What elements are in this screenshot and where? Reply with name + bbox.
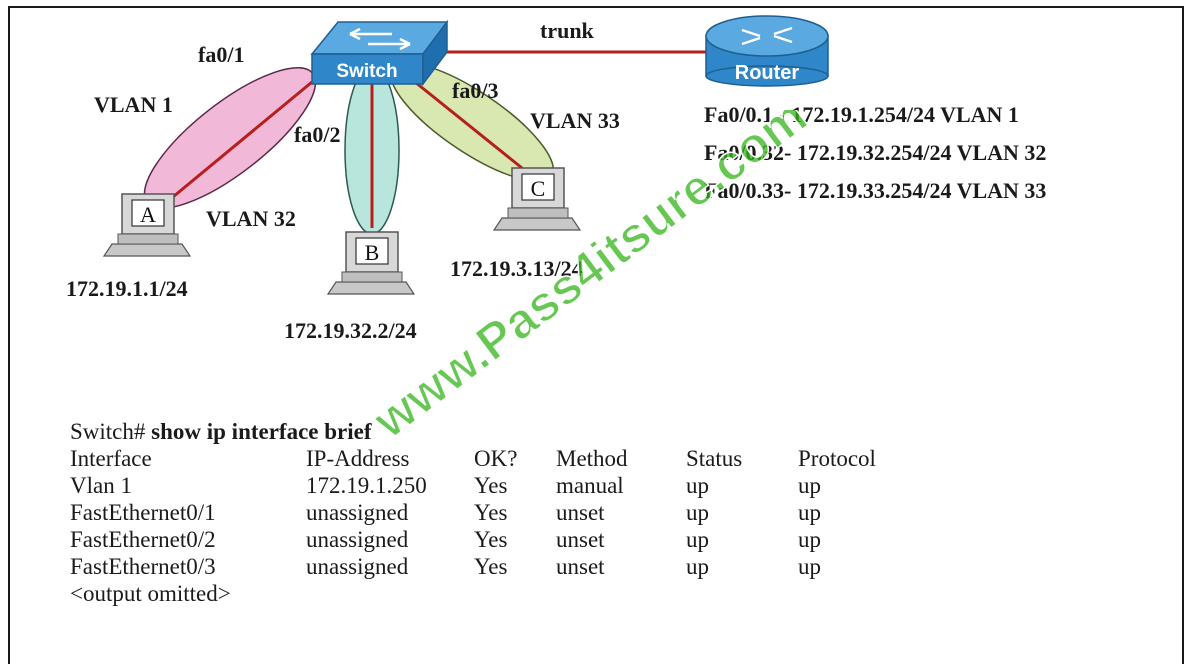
cell: up [686,473,709,498]
cell: unassigned [306,527,409,552]
host-c-letter: C [531,176,546,201]
subinterface-32: Fa0/0.32- 172.19.32.254/24 VLAN 32 [704,140,1046,165]
command-prompt: Switch# [70,419,146,444]
cell: up [686,500,709,525]
cell: Yes [474,554,508,579]
cell: FastEthernet0/3 [70,554,216,579]
cell: 172.19.1.250 [306,473,427,498]
cell: unassigned [306,500,409,525]
cell: unset [556,527,605,552]
switch-icon: Switch [310,19,449,87]
vlan33-label: VLAN 33 [530,108,620,133]
vlan32-label: VLAN 32 [206,206,296,231]
cell: Vlan 1 [70,473,132,498]
trunk-label: trunk [540,18,595,43]
command-output: Switch# show ip interface brief Interfac… [70,418,876,607]
header-ok: OK? [474,446,518,471]
cell: unset [556,554,605,579]
cell: up [798,500,821,525]
link-switch-c [414,80,523,170]
host-a-ip: 172.19.1.1/24 [66,276,188,301]
host-c-icon: C [492,167,582,231]
port-fa0-2-label: fa0/2 [294,122,340,147]
header-protocol: Protocol [798,446,876,471]
subinterface-33: Fa0/0.33- 172.19.33.254/24 VLAN 33 [704,178,1046,203]
host-b-icon: B [326,231,416,295]
header-status: Status [686,446,743,471]
header-ip-address: IP-Address [306,446,410,471]
table-row: FastEthernet0/1 unassigned Yes unset up … [70,499,821,526]
output-omitted: <output omitted> [70,581,231,606]
cell: unassigned [306,554,409,579]
host-a-icon: A [102,193,192,257]
cell: up [798,527,821,552]
cell: up [686,554,709,579]
host-b-letter: B [365,240,380,265]
link-switch-a [161,80,313,208]
cell: Yes [474,500,508,525]
header-interface: Interface [70,446,152,471]
table-header: Interface IP-Address OK? Method Status P… [70,445,876,472]
table-row: Vlan 1 172.19.1.250 Yes manual up up [70,472,821,499]
switch-label: Switch [336,61,397,82]
cell: up [798,473,821,498]
cell: Yes [474,473,508,498]
port-fa0-3-label: fa0/3 [452,78,498,103]
cell: up [798,554,821,579]
subinterface-1: Fa0/0.1 - 172.19.1.254/24 VLAN 1 [704,102,1019,127]
table-row: FastEthernet0/2 unassigned Yes unset up … [70,526,821,553]
cell: FastEthernet0/2 [70,527,216,552]
cell: unset [556,500,605,525]
table-row: FastEthernet0/3 unassigned Yes unset up … [70,553,821,580]
header-method: Method [556,446,628,471]
host-b-ip: 172.19.32.2/24 [284,318,417,343]
port-fa0-1-label: fa0/1 [198,42,244,67]
cell: Yes [474,527,508,552]
router-icon: Router [705,15,829,87]
cell: FastEthernet0/1 [70,500,216,525]
command-text: show ip interface brief [151,419,372,444]
cell: manual [556,473,624,498]
figure-frame [8,6,1184,664]
host-a-letter: A [140,202,156,227]
command-line: Switch# show ip interface brief [70,418,372,445]
vlan1-label: VLAN 1 [94,92,173,117]
cell: up [686,527,709,552]
router-label: Router [735,62,800,84]
host-c-ip: 172.19.3.13/24 [450,256,583,281]
